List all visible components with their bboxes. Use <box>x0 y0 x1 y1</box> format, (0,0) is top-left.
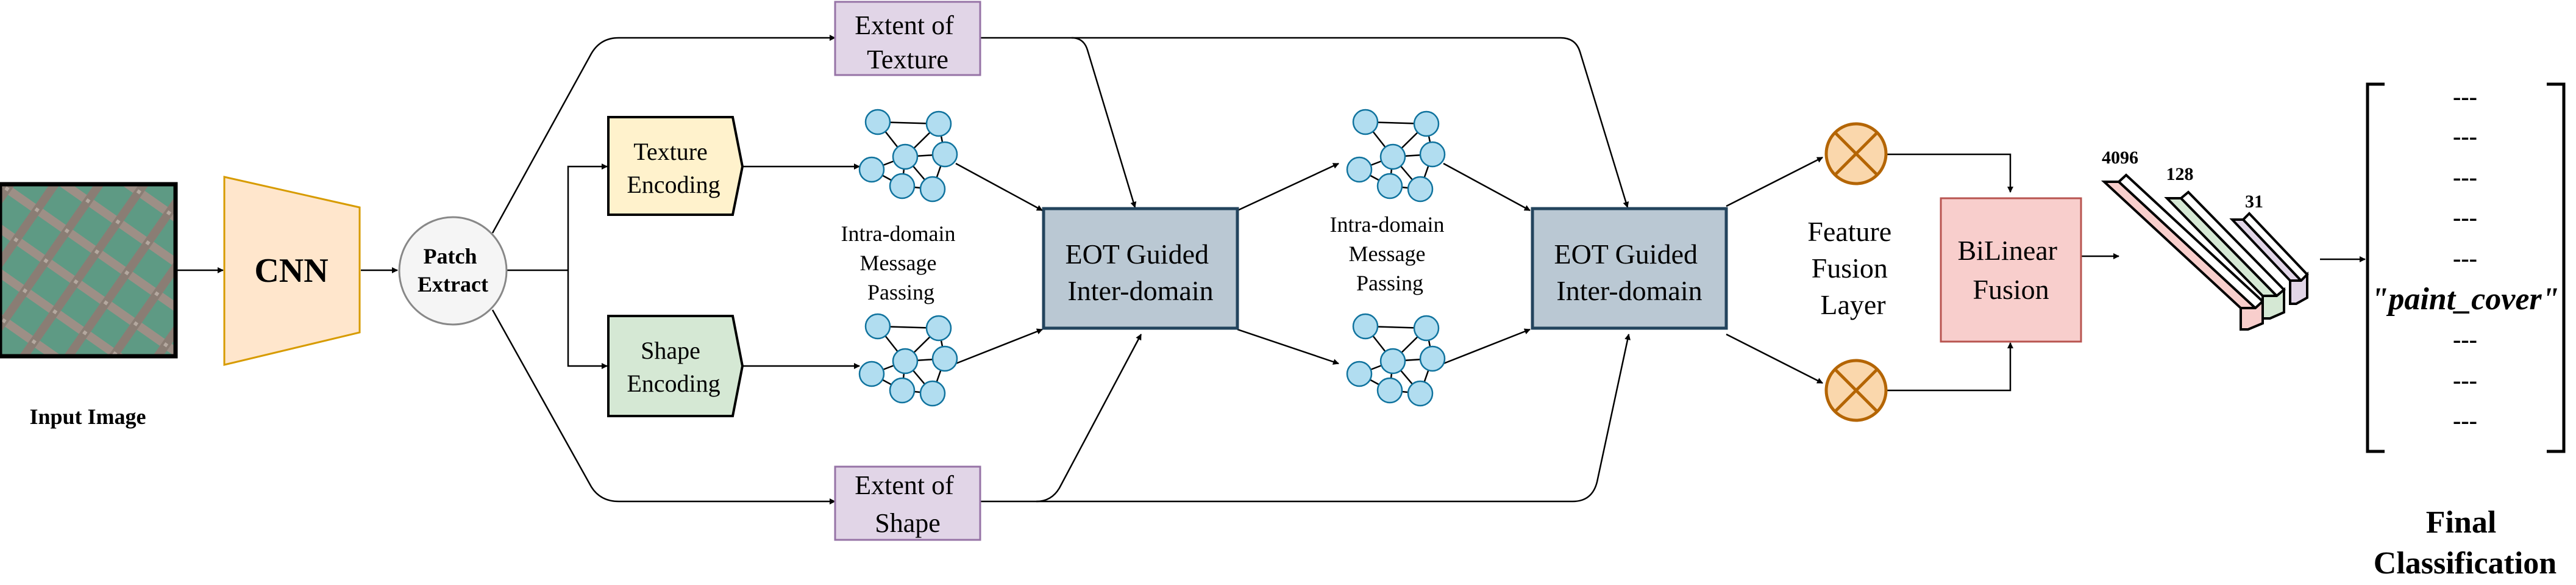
arrow-to-texture-encoding <box>567 163 608 270</box>
output-dash-4: --- <box>2453 204 2477 231</box>
fc-layer-31-label: 31 <box>2245 192 2263 212</box>
arrow-extent-shape-to-eot1 <box>980 334 1142 503</box>
graph-icon-shape-2 <box>1346 313 1446 407</box>
graph-node <box>1419 345 1446 372</box>
arrow-graph2-to-eot1 <box>955 328 1043 365</box>
graph-node <box>931 141 958 168</box>
graph-node <box>1413 315 1440 342</box>
fc-layer-128 <box>2164 190 2286 320</box>
output-dash-2: --- <box>2453 123 2477 150</box>
graph-node <box>892 348 919 375</box>
graph-node <box>919 176 946 203</box>
texture-encoding-label: Texture Encoding <box>627 138 720 198</box>
graph-node <box>1379 143 1406 170</box>
graph-node <box>925 315 952 342</box>
fc-layer-4096-label: 4096 <box>2102 148 2138 168</box>
output-dash-5: --- <box>2453 245 2477 272</box>
connectors <box>176 35 2366 504</box>
output-dash-3: --- <box>2453 163 2477 191</box>
arrow-graph1-to-eot1 <box>955 162 1043 212</box>
message-passing-label-2: Intra-domain Message Passing <box>1330 212 1450 295</box>
shape-encoding-block <box>607 315 744 417</box>
graph-node <box>892 143 919 170</box>
output-dash-1: --- <box>2453 83 2477 110</box>
eot-guided-label-1: EOT Guided Inter-domain <box>1065 239 1215 306</box>
arrow-extent-texture-to-eot2 <box>1072 37 1629 208</box>
graph-node <box>858 156 885 183</box>
patch-extract-node <box>398 216 508 326</box>
graph-icon-shape-1 <box>858 313 958 407</box>
graph-node <box>1407 176 1434 203</box>
graph-node <box>864 313 891 340</box>
graph-node <box>1376 377 1403 404</box>
texture-encoding-block <box>607 116 744 216</box>
cnn-label: CNN <box>254 252 328 290</box>
graph-node <box>864 109 891 135</box>
graph-node <box>1346 156 1373 183</box>
graph-node <box>1379 348 1406 375</box>
graph-node <box>931 345 958 372</box>
input-image <box>0 182 178 359</box>
arrow-fusion-bottom-to-bilinear <box>1886 342 2013 392</box>
output-entries: --- --- --- --- --- "paint_cover" --- --… <box>2371 83 2559 434</box>
graph-node <box>1419 141 1446 168</box>
arrow-fusion-top-to-bilinear <box>1886 153 2013 193</box>
final-classification-label: Final Classification <box>2374 505 2557 581</box>
shape-encoding-label: Shape Encoding <box>627 337 720 397</box>
arrow-eot1-to-graph4 <box>1237 328 1339 365</box>
graph-node <box>1352 313 1379 340</box>
graph-node <box>925 110 952 137</box>
graph-node <box>1346 361 1373 387</box>
bilinear-fusion-label: BiLinear Fusion <box>1958 235 2065 305</box>
output-dash-6: --- <box>2453 326 2477 353</box>
arrow-eot2-to-fusion-top <box>1726 156 1823 207</box>
feature-fusion-label: Feature Fusion Layer <box>1807 216 1898 320</box>
arrow-to-shape-encoding <box>567 270 608 369</box>
bilinear-fusion-block <box>1940 197 2082 343</box>
eot-guided-label-2: EOT Guided Inter-domain <box>1554 239 1704 306</box>
green-wire-mesh-photo-icon <box>0 182 178 359</box>
output-dash-8: --- <box>2453 407 2477 434</box>
arrow-extent-shape-to-eot2 <box>1036 334 1631 503</box>
fc-layer-128-label: 128 <box>2166 164 2194 184</box>
graph-node <box>858 361 885 387</box>
graph-node <box>1352 109 1379 135</box>
graph-node <box>919 380 946 407</box>
arrow-patch-to-extent-shape <box>491 309 836 504</box>
fc-layer-31 <box>2229 212 2309 305</box>
extent-of-texture-box <box>834 1 981 76</box>
extent-of-shape-box <box>834 465 981 541</box>
graph-node <box>889 377 916 404</box>
output-bracket-left <box>2366 82 2385 453</box>
arrow-patch-to-extent-texture <box>491 35 836 234</box>
arrow-graph4-to-eot2 <box>1443 328 1531 365</box>
output-predicted-class: "paint_cover" <box>2371 282 2559 317</box>
cnn-block <box>223 176 361 366</box>
patch-extract-label: Patch Extract <box>418 244 488 296</box>
fusion-node-bottom <box>1824 359 1888 422</box>
eot-guided-block-2 <box>1531 207 1728 330</box>
arrow-graph3-to-eot2 <box>1443 162 1531 212</box>
output-bracket-right <box>2547 82 2566 453</box>
eot-guided-block-1 <box>1042 207 1239 330</box>
fusion-node-top <box>1824 122 1888 185</box>
arrow-eot2-to-fusion-bottom <box>1726 333 1823 384</box>
fc-layer-4096 <box>2101 173 2265 331</box>
input-image-label: Input Image <box>29 404 146 429</box>
message-passing-label-1: Intra-domain Message Passing <box>841 221 961 304</box>
arrow-eot1-to-graph3 <box>1237 162 1339 212</box>
extent-of-texture-label: Extent of Texture <box>855 10 961 74</box>
graph-icon-texture-2 <box>1346 109 1446 203</box>
graph-node <box>1407 380 1434 407</box>
arrow-extent-texture-to-eot1 <box>980 37 1137 208</box>
graph-node <box>1413 110 1440 137</box>
extent-of-shape-label: Extent of Shape <box>855 470 961 538</box>
graph-icon-texture-1 <box>858 109 958 203</box>
graph-node <box>1376 173 1403 199</box>
output-dash-7: --- <box>2453 367 2477 394</box>
graph-node <box>889 173 916 199</box>
